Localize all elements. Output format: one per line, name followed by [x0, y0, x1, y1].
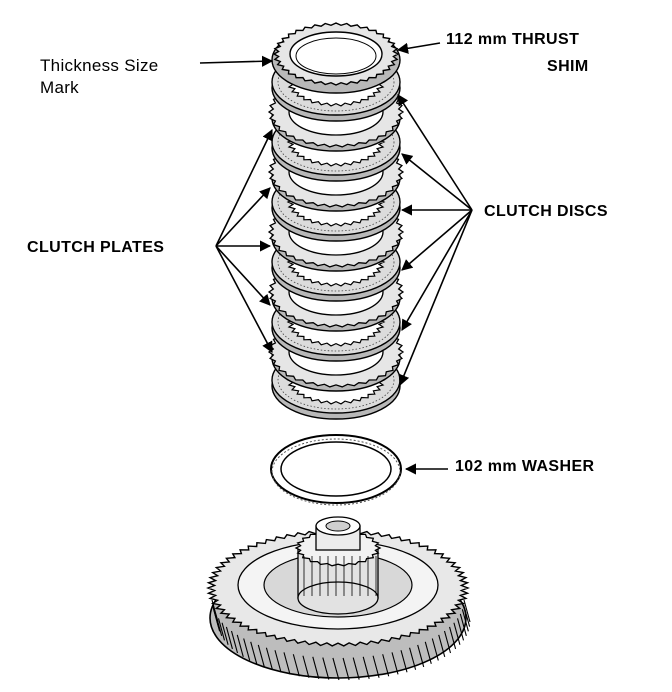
thrust-shim-arrow — [396, 42, 441, 54]
washer-label: 102 mm WASHER — [455, 458, 595, 475]
thrust-shim — [271, 22, 401, 94]
thickness-size-label-line1: Thickness Size — [40, 56, 159, 75]
thrust-shim-label-line2: SHIM — [547, 58, 589, 75]
thickness-mark-arrow — [199, 55, 274, 67]
clutch-plates-label: CLUTCH PLATES — [27, 239, 165, 256]
clutch-disc-arrow-6 — [398, 209, 473, 387]
clutch-disc-arrow-4 — [401, 209, 473, 271]
clutch-plate-arrow-4 — [215, 245, 271, 306]
clutch-plate-arrow-5 — [215, 245, 273, 353]
thrust-shim-label-line1: 112 mm THRUST — [446, 31, 580, 48]
clutch-discs-label: CLUTCH DISCS — [484, 203, 608, 220]
clutch-disc-arrow-1 — [397, 94, 473, 211]
clutch-plate-arrow-1 — [215, 128, 273, 247]
clutch-plate-arrow-2 — [215, 187, 271, 247]
thickness-size-label-line2: Mark — [40, 78, 79, 97]
washer-part — [270, 434, 402, 506]
leader-arrows — [199, 42, 473, 475]
clutch-disc-arrow-2 — [401, 153, 473, 211]
clutch-pack-stack — [267, 22, 405, 420]
gear-hub-part — [206, 516, 471, 681]
clutch-disc-arrow-5 — [401, 209, 473, 331]
